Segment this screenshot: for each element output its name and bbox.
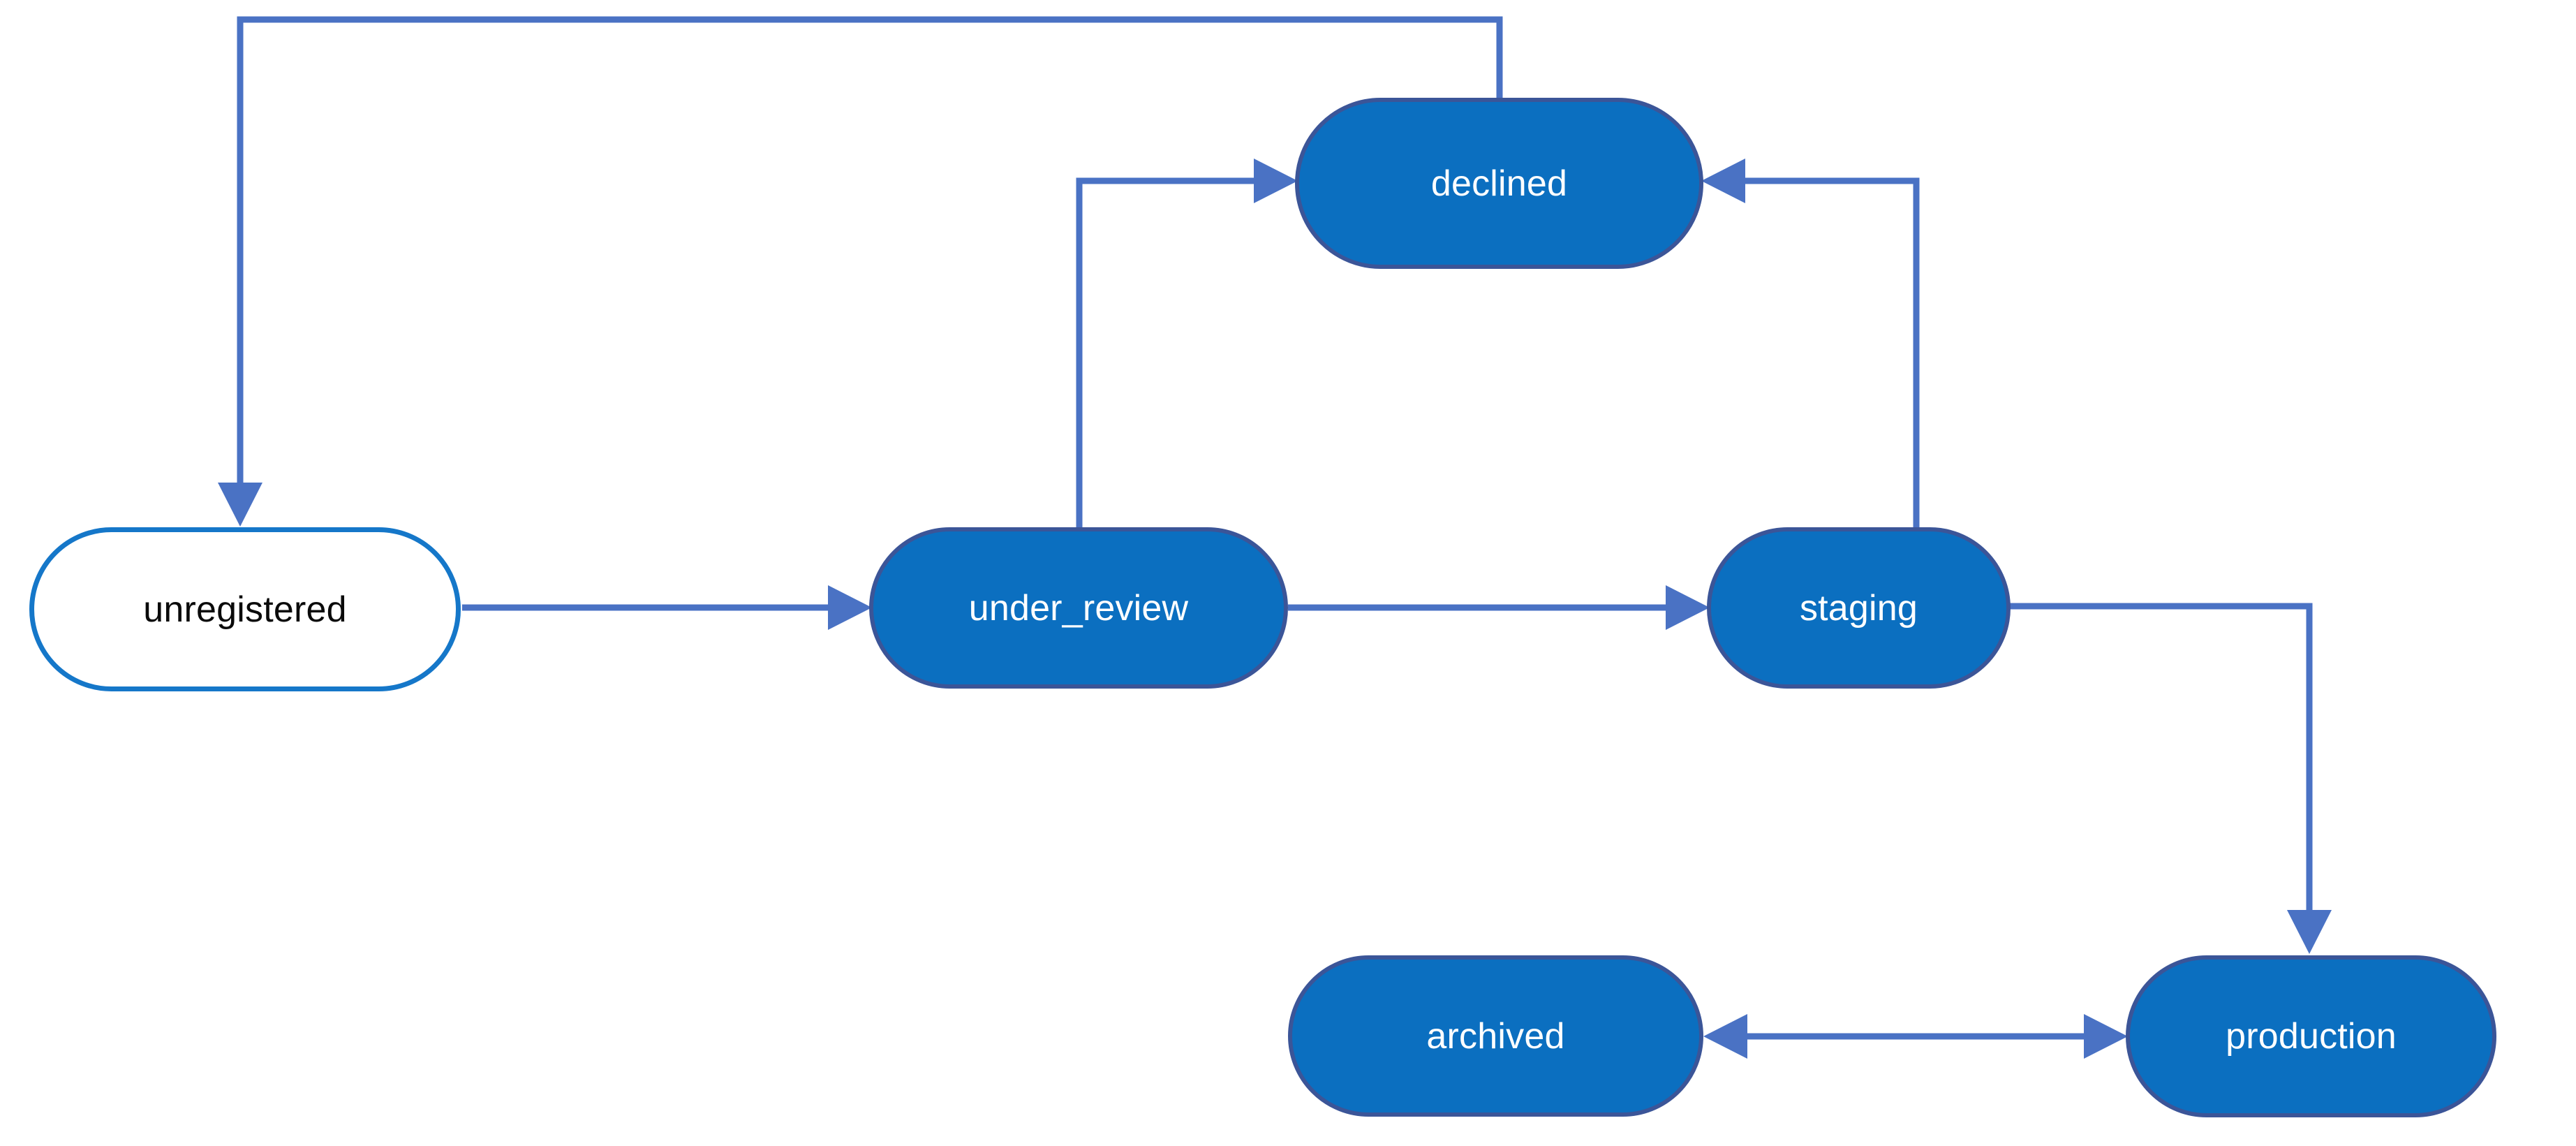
edge-staging-to-declined bbox=[1701, 159, 1920, 532]
edge-archived-production bbox=[1703, 1014, 2128, 1059]
state-node-label: unregistered bbox=[143, 589, 347, 630]
edge-unregistered-to-under_review bbox=[462, 585, 872, 630]
state-node-label: production bbox=[2226, 1016, 2397, 1057]
edge-staging-to-production bbox=[2007, 603, 2332, 954]
arrowhead-icon bbox=[1666, 585, 1710, 630]
arrowhead-icon bbox=[2084, 1014, 2128, 1059]
arrowhead-icon bbox=[828, 585, 872, 630]
edge-declined-to-unregistered bbox=[218, 16, 1503, 527]
state-node-declined[interactable]: declined bbox=[1295, 98, 1703, 269]
arrowhead-icon bbox=[2287, 910, 2332, 954]
state-node-staging[interactable]: staging bbox=[1707, 527, 2011, 689]
edge-under_review-to-staging bbox=[1288, 585, 1710, 630]
arrowhead-icon bbox=[218, 483, 262, 527]
state-node-label: under_review bbox=[968, 587, 1189, 629]
state-node-label: declined bbox=[1430, 163, 1568, 204]
state-node-unregistered[interactable]: unregistered bbox=[29, 527, 461, 691]
arrowhead-icon bbox=[1701, 159, 1745, 203]
arrowhead-icon bbox=[1254, 159, 1298, 203]
state-node-label: archived bbox=[1426, 1015, 1565, 1057]
arrowhead-icon bbox=[1703, 1014, 1747, 1059]
state-node-production[interactable]: production bbox=[2126, 955, 2496, 1117]
state-node-label: staging bbox=[1799, 587, 1918, 629]
state-node-archived[interactable]: archived bbox=[1288, 955, 1703, 1117]
edge-under_review-to-declined bbox=[1076, 159, 1298, 532]
state-node-under_review[interactable]: under_review bbox=[869, 527, 1288, 689]
